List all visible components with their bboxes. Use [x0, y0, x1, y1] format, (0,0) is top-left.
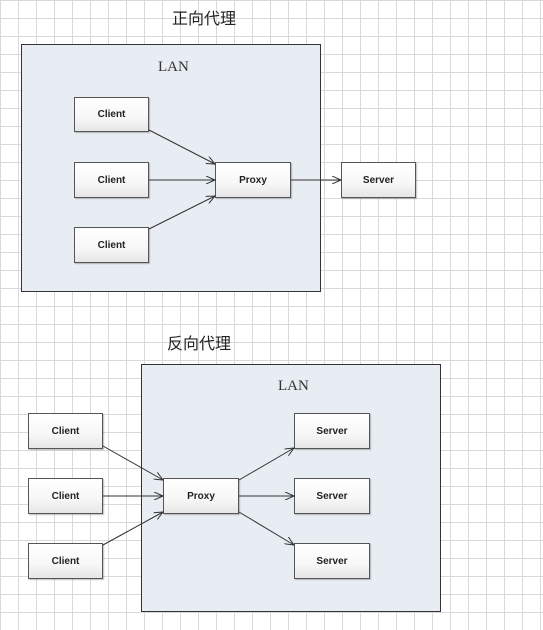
reverse-client-1: Client	[28, 413, 103, 449]
forward-arrow-client1-proxy	[148, 129, 215, 164]
reverse-server-2: Server	[294, 478, 370, 514]
forward-proxy-title: 正向代理	[172, 9, 237, 28]
forward-arrow-client3-proxy	[148, 196, 215, 230]
reverse-arrow-proxy-server1	[238, 448, 294, 481]
forward-client-1: Client	[74, 97, 149, 132]
forward-lan-label: LAN	[158, 59, 189, 75]
reverse-arrow-client3-proxy	[102, 512, 163, 546]
reverse-server-3: Server	[294, 543, 370, 579]
reverse-lan-label: LAN	[278, 378, 309, 394]
forward-client-3: Client	[74, 227, 149, 263]
reverse-client-2: Client	[28, 478, 103, 514]
forward-client-2: Client	[74, 162, 149, 198]
reverse-arrow-proxy-server3	[238, 511, 294, 545]
reverse-proxy-node: Proxy	[163, 478, 239, 514]
reverse-proxy-title: 反向代理	[167, 334, 232, 353]
reverse-arrow-client1-proxy	[102, 445, 163, 480]
reverse-server-1: Server	[294, 413, 370, 449]
reverse-client-3: Client	[28, 543, 103, 579]
forward-proxy-node: Proxy	[215, 162, 291, 198]
